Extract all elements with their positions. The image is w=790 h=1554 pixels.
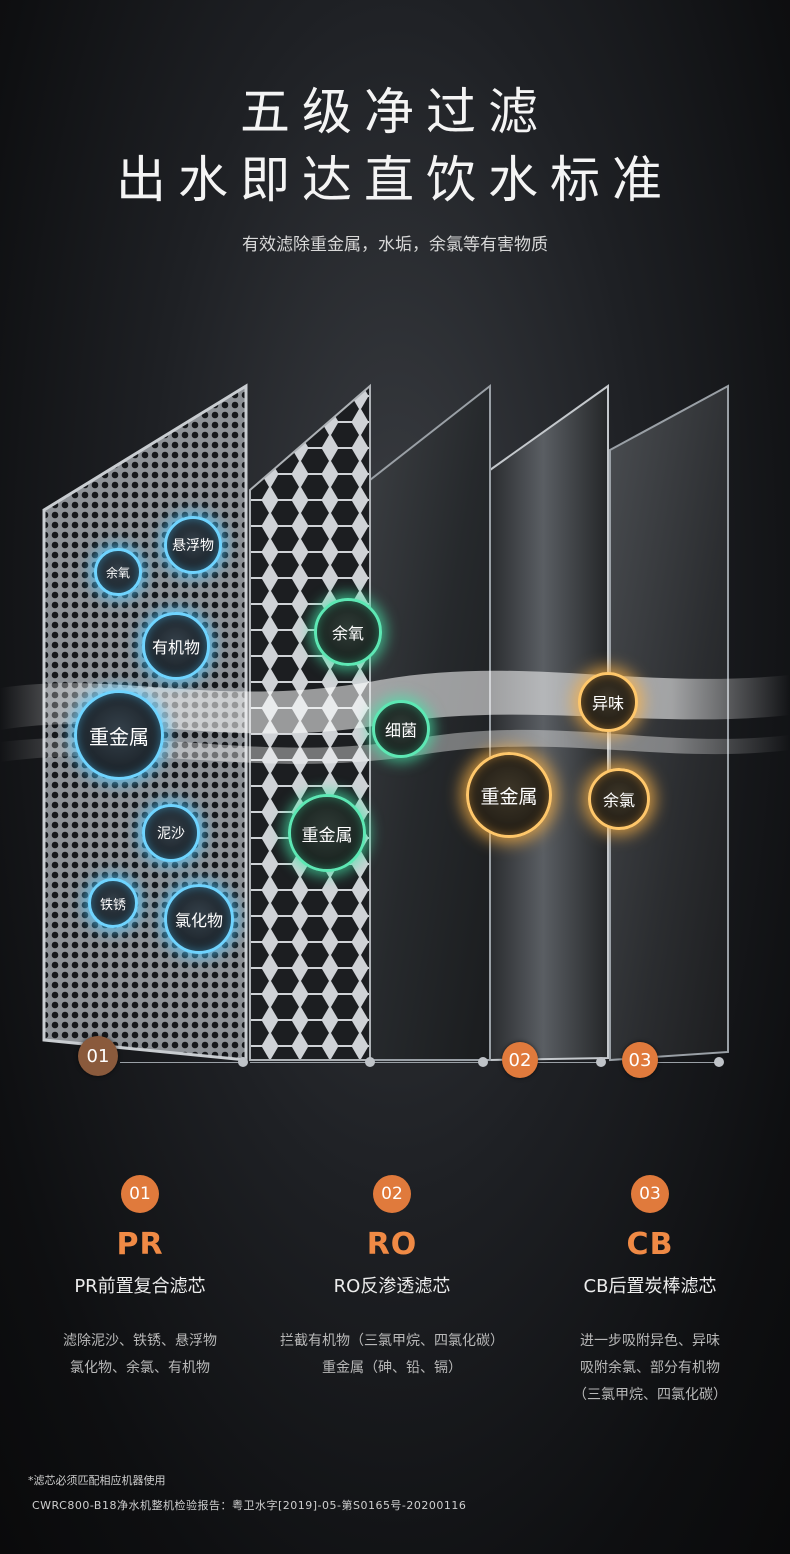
stage-column-pr: 01 PR PR前置复合滤芯 滤除泥沙、铁锈、悬浮物 氯化物、余氯、有机物 (20, 1175, 260, 1382)
base-dot-5 (714, 1057, 724, 1067)
stage-column-cb: 03 CB CB后置炭棒滤芯 进一步吸附异色、异味 吸附余氯、部分有机物 （三氯… (530, 1175, 770, 1409)
base-dot-1 (238, 1057, 248, 1067)
stage-desc-line: 拦截有机物（三氯甲烷、四氯化碳） (280, 1333, 504, 1349)
stage-name: RO反渗透滤芯 (333, 1276, 451, 1297)
bubble-residual-oxygen-2: 余氧 (314, 598, 382, 666)
stage-code: CB (626, 1227, 674, 1262)
stage-desc-line: 氯化物、余氯、有机物 (70, 1360, 210, 1376)
stage-number: 02 (373, 1175, 411, 1213)
bubble-bacteria: 细菌 (372, 700, 430, 758)
stage-code: RO (366, 1227, 418, 1262)
stage-desc-line: 吸附余氯、部分有机物 (580, 1360, 720, 1376)
bubble-organic-matter: 有机物 (142, 612, 210, 680)
base-line-4 (656, 1062, 720, 1063)
footnote-filter-compatibility: *滤芯必须匹配相应机器使用 (28, 1474, 166, 1487)
stage-desc-line: 进一步吸附异色、异味 (580, 1333, 720, 1349)
stage-desc-line: 重金属（砷、铅、镉） (322, 1360, 462, 1376)
bubble-heavy-metal-3: 重金属 (466, 752, 552, 838)
page-title-line1: 五级净过滤 (240, 83, 550, 141)
base-dot-2 (365, 1057, 375, 1067)
bubble-rust: 铁锈 (88, 878, 138, 928)
base-line-1 (120, 1062, 242, 1063)
bubble-residual-chlorine: 余氯 (588, 768, 650, 830)
bubble-suspended-matter: 悬浮物 (164, 516, 222, 574)
panel-5-stone (609, 384, 729, 1062)
stage-name: PR前置复合滤芯 (74, 1276, 206, 1297)
panel-marker-02: 02 (502, 1042, 538, 1078)
footnote-inspection-report: CWRC800-B18净水机整机检验报告：粤卫水字[2019]-05-第S016… (32, 1499, 467, 1512)
base-dot-4 (596, 1057, 606, 1067)
bubble-chloride: 氯化物 (164, 884, 234, 954)
panel-marker-01: 01 (78, 1036, 118, 1076)
page-subtitle: 有效滤除重金属，水垢，余氯等有害物质 (242, 235, 548, 255)
base-line-3 (536, 1062, 602, 1063)
stage-number: 01 (121, 1175, 159, 1213)
bubble-odor: 异味 (578, 672, 638, 732)
stage-description: 拦截有机物（三氯甲烷、四氯化碳） 重金属（砷、铅、镉） (272, 1328, 512, 1382)
stage-description: 滤除泥沙、铁锈、悬浮物 氯化物、余氯、有机物 (20, 1328, 260, 1382)
base-dot-3 (478, 1057, 488, 1067)
stage-number: 03 (631, 1175, 669, 1213)
stage-desc-line: 滤除泥沙、铁锈、悬浮物 (63, 1333, 217, 1349)
stage-code: PR (116, 1227, 164, 1262)
stage-description: 进一步吸附异色、异味 吸附余氯、部分有机物 （三氯甲烷、四氯化碳） (530, 1328, 770, 1409)
stage-column-ro: 02 RO RO反渗透滤芯 拦截有机物（三氯甲烷、四氯化碳） 重金属（砷、铅、镉… (272, 1175, 512, 1382)
bubble-sediment: 泥沙 (142, 804, 200, 862)
panel-marker-03: 03 (622, 1042, 658, 1078)
bubble-heavy-metal-2: 重金属 (288, 794, 366, 872)
page-title-line2: 出水即达直饮水标准 (116, 151, 674, 209)
stage-desc-line: （三氯甲烷、四氯化碳） (573, 1387, 727, 1403)
bubble-residual-oxygen: 余氧 (94, 548, 142, 596)
stage-name: CB后置炭棒滤芯 (583, 1276, 717, 1297)
bubble-heavy-metal: 重金属 (74, 690, 164, 780)
